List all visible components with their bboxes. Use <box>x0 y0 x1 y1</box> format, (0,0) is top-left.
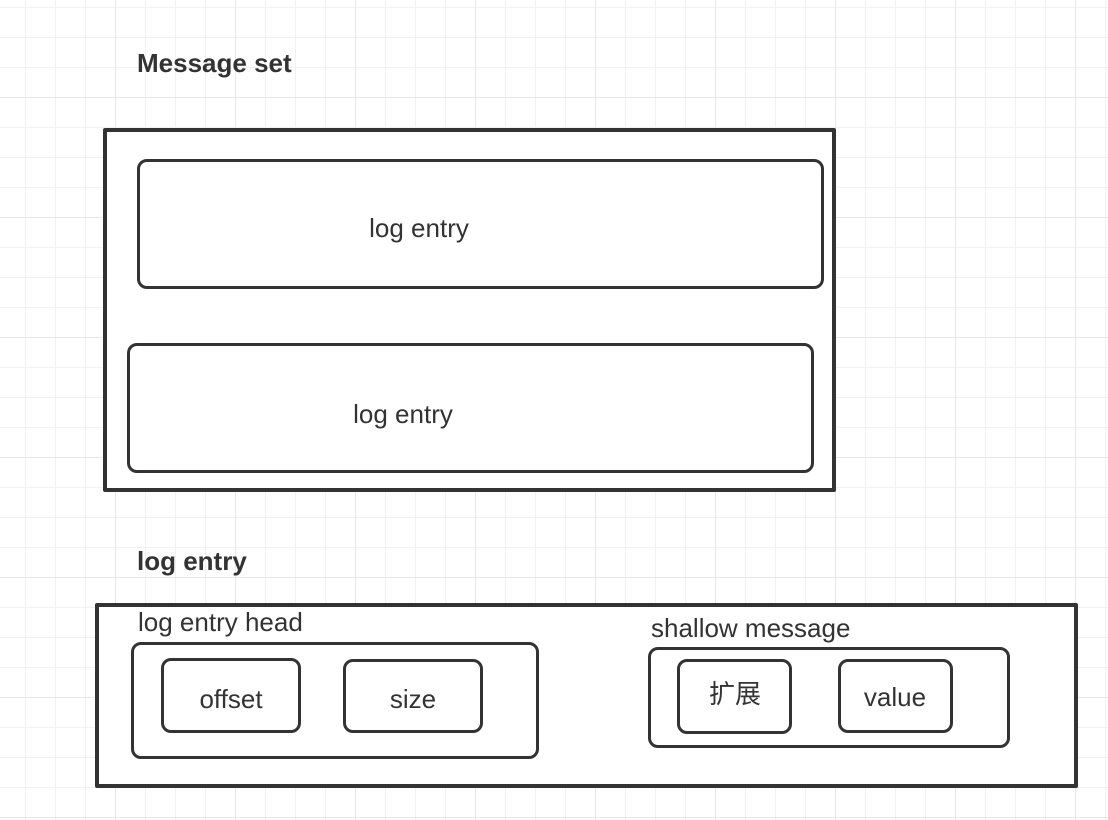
log-entry-head-title: log entry head <box>138 607 303 637</box>
log-entry-box-2-label: log entry <box>353 399 453 429</box>
size-box <box>343 659 483 733</box>
extension-box <box>677 659 792 734</box>
size-label: size <box>389 684 437 714</box>
log-entry-title: log entry <box>137 546 247 576</box>
log-entry-box-1-label: log entry <box>369 213 469 243</box>
offset-label: offset <box>199 684 263 714</box>
message-set-title: Message set <box>137 48 292 78</box>
shallow-message-title: shallow message <box>651 613 851 643</box>
log-entry-box-1 <box>137 159 824 289</box>
value-box <box>838 659 953 733</box>
extension-label: 扩展 <box>708 679 762 709</box>
offset-box <box>161 658 301 733</box>
value-label: value <box>863 682 927 712</box>
log-entry-box-2 <box>127 343 814 473</box>
